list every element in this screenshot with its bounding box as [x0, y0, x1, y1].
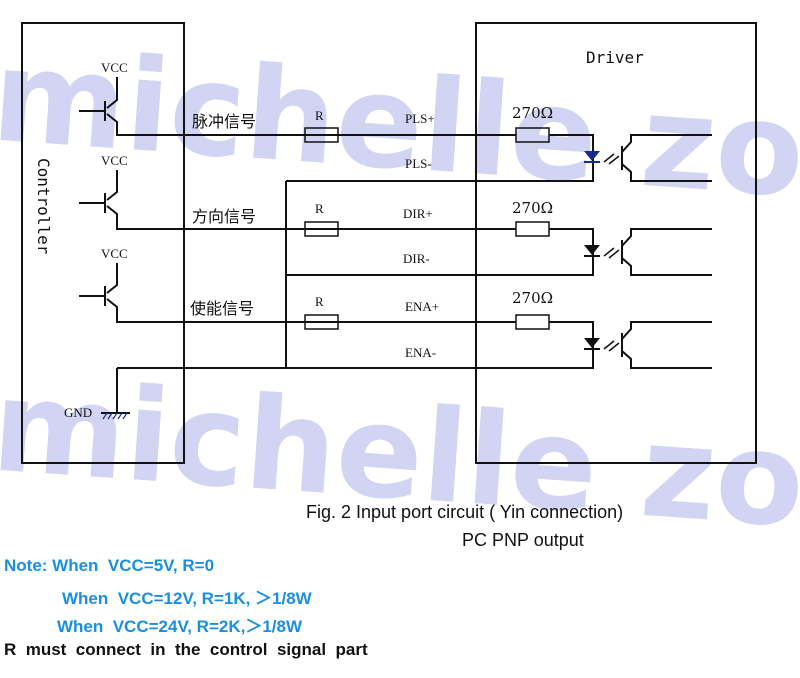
vcc-label-1: VCC — [101, 60, 128, 75]
vcc-label-2: VCC — [101, 153, 128, 168]
driver-resistor-label-1: 270Ω — [512, 104, 553, 122]
transistor-ena: VCC — [79, 246, 476, 323]
resistor-r-1 — [304, 127, 339, 143]
terminal-pls-minus: PLS- — [405, 156, 432, 171]
signal-label-pulse: 脉冲信号 — [192, 112, 256, 131]
resistor-label-3: R — [315, 294, 324, 309]
optocoupler-dir: 270Ω — [476, 199, 712, 276]
terminal-ena-minus: ENA- — [405, 345, 436, 360]
ground: GND — [64, 367, 476, 420]
resistor-r-3 — [304, 314, 339, 330]
resistor-label-1: R — [315, 108, 324, 123]
gnd-label: GND — [64, 405, 92, 420]
figure-caption-line1: Fig. 2 Input port circuit ( Yin connecti… — [306, 502, 624, 522]
vcc-label-3: VCC — [101, 246, 128, 261]
driver-resistor-1 — [515, 127, 550, 143]
signal-label-enable: 使能信号 — [190, 299, 254, 318]
driver-label: Driver — [586, 48, 644, 67]
signal-label-direction: 方向信号 — [192, 207, 256, 226]
transistor-dir: VCC — [79, 153, 476, 230]
return-bus — [285, 180, 476, 368]
watermark-top: michelle zong — [0, 22, 800, 240]
transistor-pls: VCC — [79, 60, 476, 136]
terminal-pls-plus: PLS+ — [405, 111, 435, 126]
watermark-bottom: michelle zong — [0, 352, 800, 570]
watermark: michelle zong michelle zong — [0, 22, 800, 570]
driver-resistor-label-2: 270Ω — [512, 199, 553, 217]
resistor-label-2: R — [315, 201, 324, 216]
controller-box — [21, 22, 185, 464]
resistor-r-2 — [304, 221, 339, 237]
note-line-3: When VCC=24V, R=2K,＞1/8W — [57, 617, 303, 636]
terminal-dir-minus: DIR- — [403, 251, 430, 266]
terminal-dir-plus: DIR+ — [403, 206, 433, 221]
driver-resistor-2 — [515, 221, 550, 237]
optocoupler-ena: 270Ω — [476, 289, 712, 369]
controller-label: Controller — [34, 158, 53, 255]
figure-caption-line2: PC PNP output — [462, 530, 584, 550]
note-line-2: When VCC=12V, R=1K, ＞1/8W — [62, 589, 312, 608]
optocoupler-pls: 270Ω — [476, 104, 712, 182]
driver-box — [475, 22, 757, 464]
note-line-4: R must connect in the control signal par… — [4, 640, 368, 659]
driver-resistor-3 — [515, 314, 550, 330]
note-line-1: Note: When VCC=5V, R=0 — [4, 556, 215, 575]
terminal-ena-plus: ENA+ — [405, 299, 439, 314]
driver-resistor-label-3: 270Ω — [512, 289, 553, 307]
